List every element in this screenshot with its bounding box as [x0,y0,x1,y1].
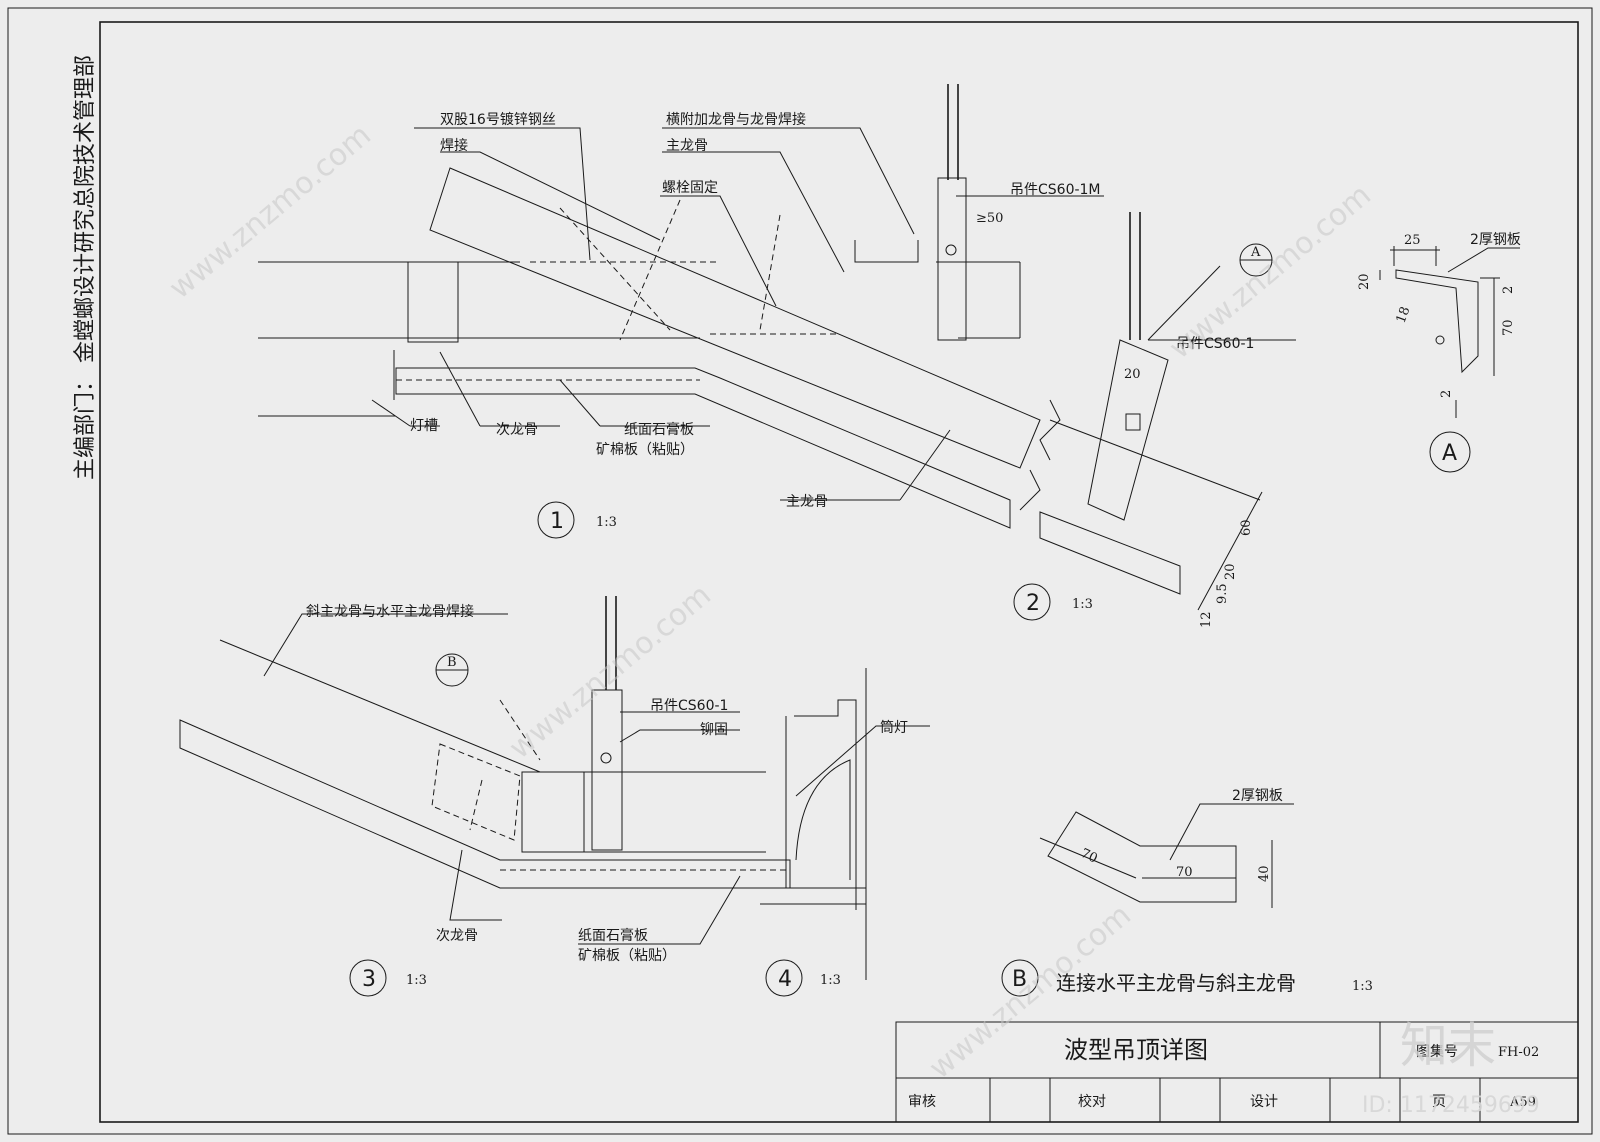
detail-3-geometry [179,596,791,889]
label-rivet: 铆固 [700,722,728,738]
dim-20b: 20 [1357,273,1372,290]
label-light-slot: 灯槽 [410,418,438,434]
dim-12: 12 [1199,611,1214,628]
label-hanger-1: 吊件CS60-1 [1176,336,1254,352]
dim-70a: 70 [1501,319,1516,336]
detail-2-scale: 1:3 [1072,597,1093,612]
detail-b-bubble [1001,959,1039,997]
dim-2a: 2 [1501,286,1516,294]
label-sub-keel-1: 次龙骨 [496,422,538,438]
label-steel-b: 2厚钢板 [1232,788,1283,804]
detail-b-number: B [1012,967,1027,992]
label-gypsum-3: 纸面石膏板 [578,927,648,944]
detail-4-geometry [760,668,867,980]
dim-70c: 70 [1176,865,1193,880]
design-label: 设计 [1250,1094,1278,1110]
callout-b-letter: B [447,655,457,670]
dim-18: 18 [1394,305,1414,326]
dim-70b: 70 [1078,846,1099,867]
detail-1-bubble [537,501,575,539]
detail-3-scale: 1:3 [406,973,427,988]
detail-4-scale: 1:3 [820,973,841,988]
dim-20c: 20 [1223,563,1238,580]
page-label: 页 [1432,1094,1446,1110]
check-label: 校对 [1078,1093,1106,1110]
dim-95: 9.5 [1215,583,1230,604]
title-block-lines [895,1021,1579,1123]
watermark-id: ID: 1172459699 [1362,1093,1540,1118]
label-ge50: ≥50 [976,211,1003,226]
callout-a-letter: A [1250,245,1261,260]
detail-2-number: 2 [1026,591,1040,616]
label-mineral-1: 矿棉板（粘贴） [596,441,694,458]
label-slant-weld: 斜主龙骨与水平主龙骨焊接 [306,603,474,620]
callout-a-bubble: A [1239,243,1273,277]
detail-2-bubble [1013,583,1051,621]
dim-60: 60 [1239,519,1254,536]
review-label: 审核 [908,1094,936,1110]
dim-20a: 20 [1124,367,1141,382]
detail-b-scale: 1:3 [1352,979,1373,994]
label-steel-a: 2厚钢板 [1470,232,1521,248]
label-main-keel-bottom: 主龙骨 [786,494,828,510]
dim-40: 40 [1257,865,1272,882]
detail-4-bubble [765,959,803,997]
label-weld: 焊接 [440,137,468,154]
detail-1-number: 1 [550,509,564,534]
label-downlight: 筒灯 [880,719,908,736]
outer-frame [7,7,1593,1135]
label-hanger-3: 吊件CS60-1 [650,698,728,714]
detail-2-geometry [1019,212,1263,611]
detail-3-number: 3 [362,967,376,992]
detail-1-leaders [371,127,1104,501]
detail-1-scale: 1:3 [596,515,617,530]
watermark-brand: 知末 [1400,1018,1496,1074]
watermark-url-2: www.znzmo.com [1163,178,1378,367]
drawing-title: 波型吊顶详图 [1064,1036,1208,1064]
atlas-label: 图集号 [1416,1043,1458,1060]
label-bolt: 螺栓固定 [662,180,718,196]
label-gypsum-1: 纸面石膏板 [624,421,694,438]
label-cross-weld: 横附加龙骨与龙骨焊接 [666,111,806,128]
atlas-number: FH-02 [1498,1045,1539,1060]
side-title: 主编部门： 金螳螂设计研究总院技术管理部 [73,55,98,480]
label-detail-b-title: 连接水平主龙骨与斜主龙骨 [1056,971,1296,995]
label-mineral-3: 矿棉板（粘贴） [578,947,676,964]
detail-a-number: A [1442,441,1457,466]
dim-2b: 2 [1439,390,1454,398]
detail-3-leaders [263,613,741,945]
label-wire: 双股16号镀锌钢丝 [440,111,556,128]
inner-frame [99,21,1579,1123]
detail-4-number: 4 [778,967,792,992]
detail-b-geometry [1039,803,1294,908]
detail-a-bubble [1429,431,1471,473]
detail-1-geometry [258,84,1041,529]
page-number: A59 [1509,1095,1536,1110]
callout-b-bubble: B [435,653,469,687]
detail-a-geometry [1379,246,1520,418]
label-main-keel-top: 主龙骨 [666,138,708,154]
detail-2-leaders [1147,265,1296,341]
label-hanger-1m: 吊件CS60-1M [1010,182,1101,198]
watermark-url-3: www.znzmo.com [503,578,718,767]
detail-3-bubble [349,959,387,997]
label-sub-keel-3: 次龙骨 [436,928,478,944]
detail-4-leaders [795,725,930,797]
dim-25: 25 [1404,233,1421,248]
watermark-url-1: www.znzmo.com [163,118,378,307]
